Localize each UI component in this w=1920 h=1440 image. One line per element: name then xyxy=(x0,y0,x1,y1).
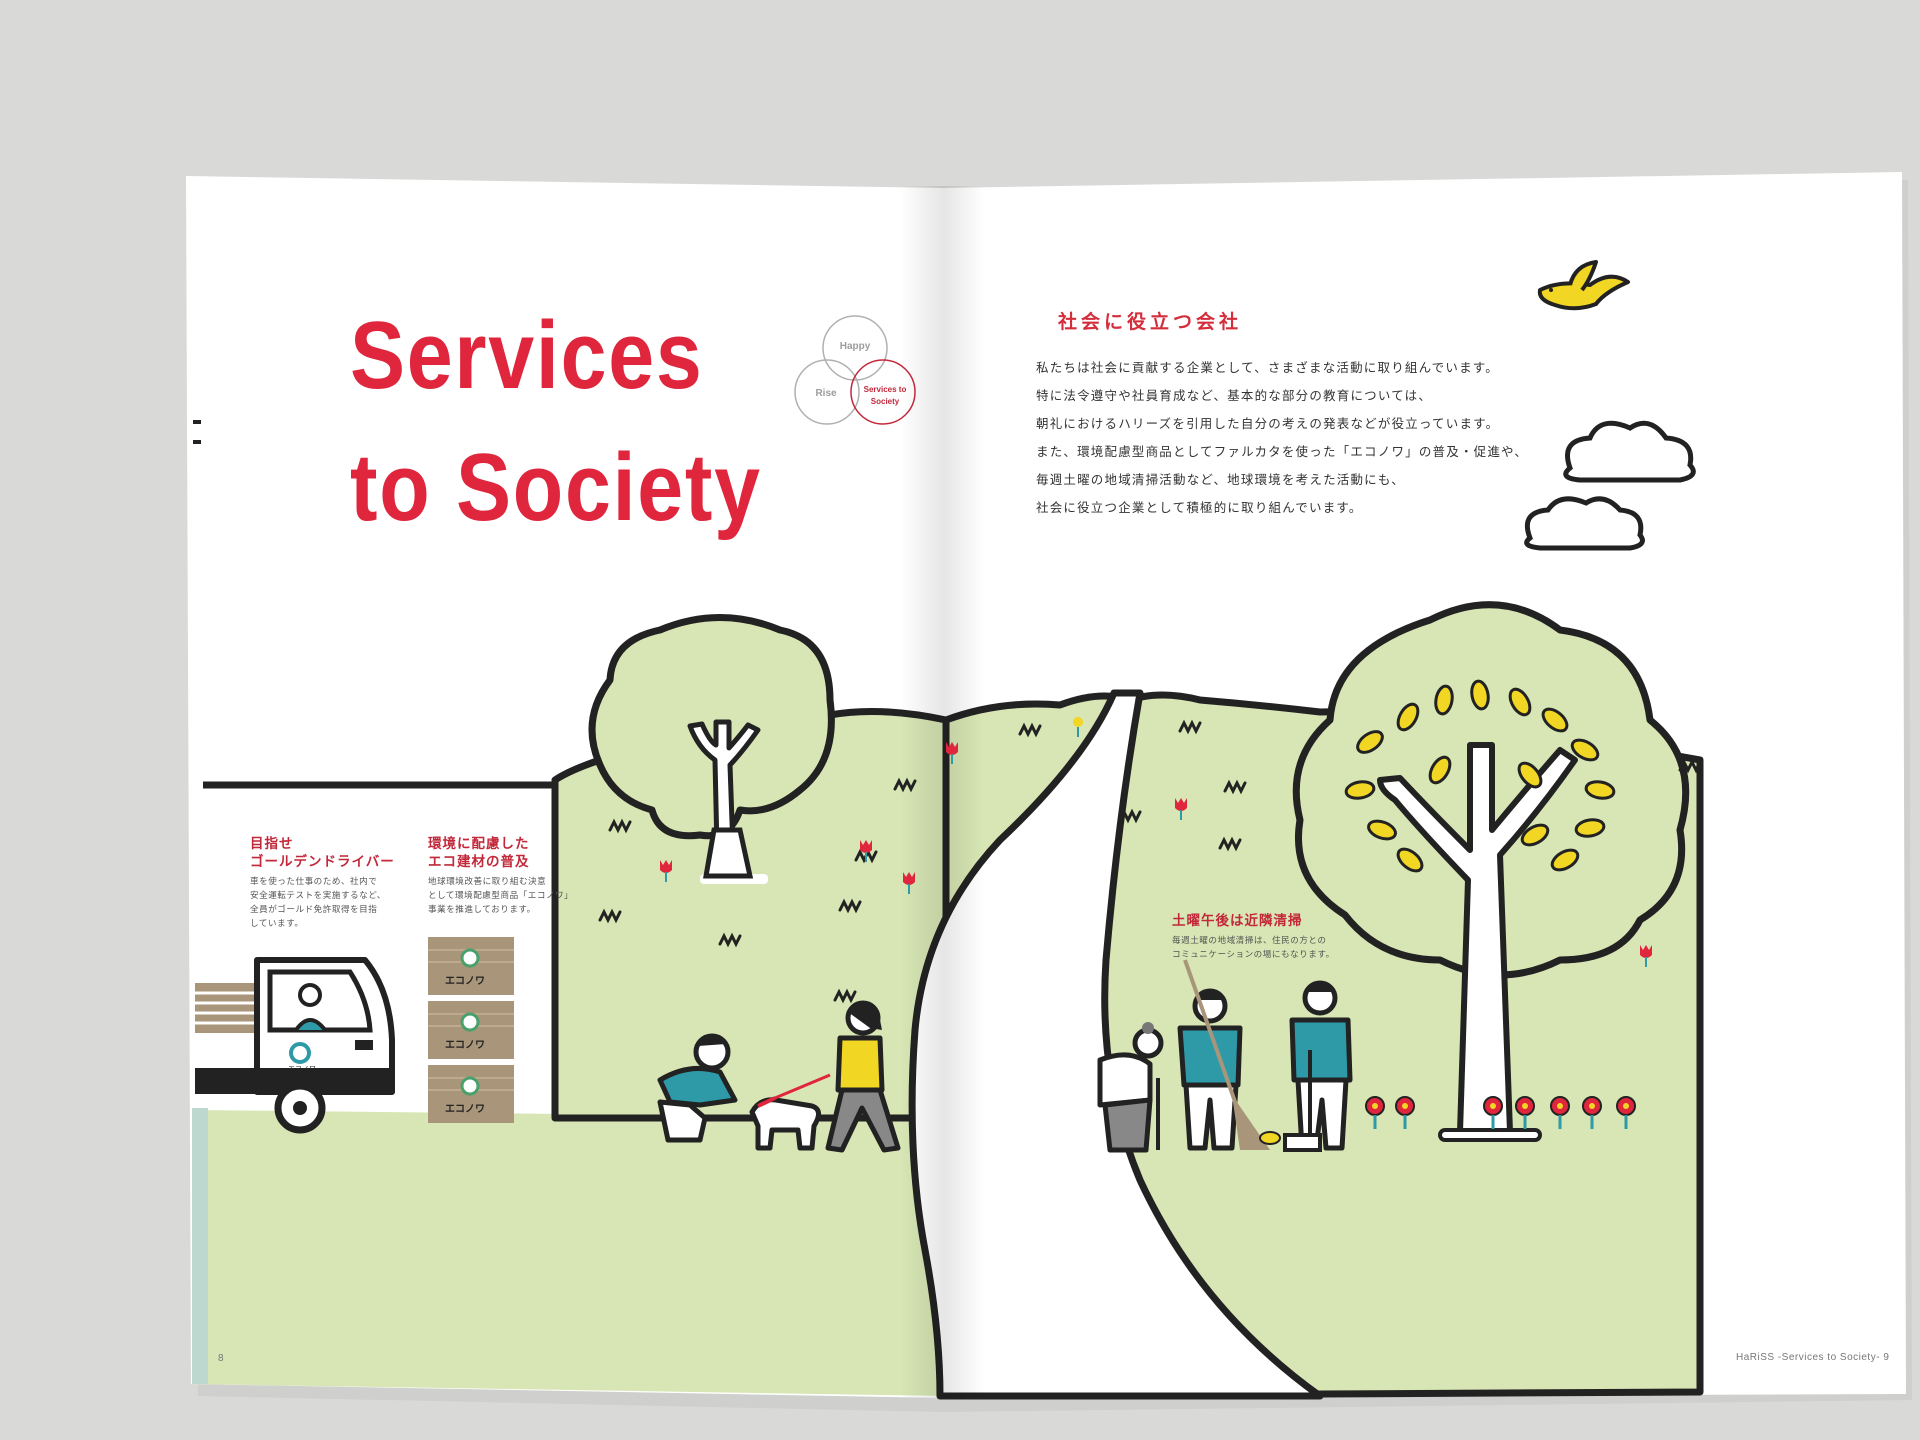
tulips xyxy=(660,717,1652,967)
dog xyxy=(749,1096,821,1151)
venn-diagram xyxy=(794,315,916,425)
caption-body-2b: として環境配慮型商品「エコノワ」 xyxy=(428,891,574,901)
grass-tufts xyxy=(598,719,1702,1004)
clouds xyxy=(1524,420,1696,551)
caption-body-2c: 事業を推進しております。 xyxy=(428,905,536,915)
person-crouching xyxy=(657,1033,738,1143)
building-outline xyxy=(203,781,559,1118)
elderly-person xyxy=(1097,1022,1164,1153)
body-line-1: 私たちは社会に貢献する企業として、さまざまな活動に取り組んでいます。 xyxy=(1036,360,1499,375)
caption-golden-driver: 目指せ ゴールデンドライバー 車を使った仕事のため、社内で 安全運転テストを実施… xyxy=(250,835,395,931)
caption-neighborhood-cleaning: 土曜午後は近隣清掃 毎週土曜の地域清掃は、住民の方との コミュニケーションの場に… xyxy=(1172,912,1335,962)
caption-body-3a: 毎週土曜の地域清掃は、住民の方との xyxy=(1172,936,1327,946)
caption-body-1d: しています。 xyxy=(250,919,304,929)
title-line-2: to Society xyxy=(350,434,762,541)
venn-label-rise: Rise xyxy=(815,388,837,399)
section-heading: 社会に役立つ会社 xyxy=(1058,311,1243,333)
page-footer-right: HaRiSS -Services to Society- 9 xyxy=(1736,1352,1890,1363)
venn-label-services-1: Services to xyxy=(864,385,907,394)
caption-heading-2b: エコ建材の普及 xyxy=(428,854,530,870)
ground-edge xyxy=(192,1108,208,1384)
person-with-dustpan xyxy=(1259,980,1353,1152)
box-label-3: エコノワ xyxy=(445,1104,485,1115)
caption-eco-materials: 環境に配慮した エコ建材の普及 地球環境改善に取り組む決意 として環境配慮型商品… xyxy=(428,835,573,917)
venn-label-services-2: Society xyxy=(871,397,900,406)
body-line-3: 朝礼におけるハリーズを引用した自分の考えの発表などが役立っています。 xyxy=(1036,416,1500,431)
caption-body-1a: 車を使った仕事のため、社内で xyxy=(250,877,378,887)
title-line-1: Services xyxy=(350,302,704,409)
caption-heading-2a: 環境に配慮した xyxy=(428,836,530,852)
econowa-boxes xyxy=(428,937,514,1123)
ground-band xyxy=(192,1110,946,1396)
person-with-broom xyxy=(1177,959,1270,1151)
truck xyxy=(195,957,395,1134)
truck-label: エコノワ xyxy=(288,1065,316,1073)
body-line-6: 社会に役立つ企業として積極的に取り組んでいます。 xyxy=(1036,500,1363,515)
caption-body-2a: 地球環境改善に取り組む決意 xyxy=(428,877,547,887)
caption-body-1c: 全員がゴールド免許取得を目指 xyxy=(250,905,378,915)
body-line-2: 特に法令遵守や社員育成など、基本的な部分の教育については、 xyxy=(1036,388,1433,403)
body-text: 私たちは社会に貢献する企業として、さまざまな活動に取り組んでいます。 特に法令遵… xyxy=(1036,357,1528,525)
flower-row xyxy=(1365,1096,1636,1129)
body-line-5: 毎週土曜の地域清掃活動など、地球環境を考えた活動にも、 xyxy=(1036,472,1405,487)
big-tree xyxy=(1292,601,1690,1142)
left-tree xyxy=(588,614,835,884)
yellow-bird xyxy=(1537,260,1630,311)
page-number-left: 8 xyxy=(218,1353,225,1364)
caption-body-1b: 安全運転テストを実施するなど、 xyxy=(250,891,386,901)
caption-heading-1a: 目指せ xyxy=(250,836,294,852)
box-label-2: エコノワ xyxy=(445,1040,485,1051)
caption-heading-3: 土曜午後は近隣清掃 xyxy=(1172,913,1303,929)
venn-label-happy: Happy xyxy=(840,341,871,352)
person-walking xyxy=(774,1000,901,1153)
caption-heading-1b: ゴールデンドライバー xyxy=(250,854,395,870)
caption-body-3b: コミュニケーションの場にもなります。 xyxy=(1172,950,1335,960)
box-label-1: エコノワ xyxy=(445,976,485,987)
body-line-4: また、環境配慮型商品としてファルカタを使った「エコノワ」の普及・促進や、 xyxy=(1036,444,1529,459)
